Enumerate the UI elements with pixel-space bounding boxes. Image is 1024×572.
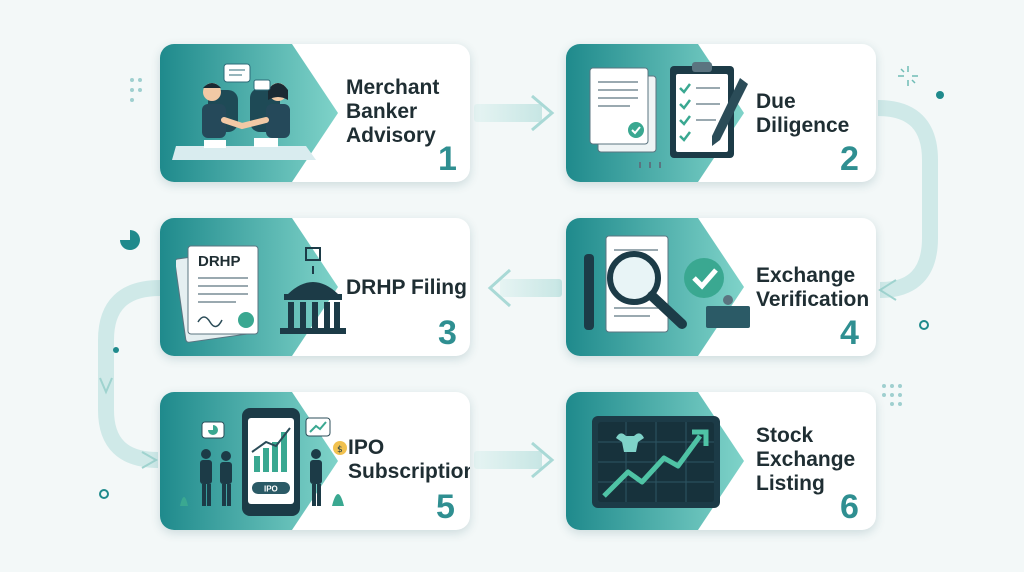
sparkle-decor [898,66,918,86]
svg-text:$: $ [337,445,343,455]
step-card-4[interactable]: Exchange Verification 4 [566,218,876,356]
step-card-1[interactable]: Merchant Banker Advisory 1 [160,44,470,182]
step-card-6[interactable]: Stock Exchange Listing 6 [566,392,876,530]
arrow-right-1-2 [474,94,555,132]
step-number-4: 4 [840,314,859,352]
step-number-1: 1 [438,140,457,178]
magnifier-verification-icon [584,235,750,333]
curve-left-3-5 [98,280,161,468]
step-card-2[interactable]: Due Diligence 2 [566,44,876,182]
decor-dots [130,78,902,406]
government-building-icon [280,247,346,334]
documents-checklist-icon [589,62,748,168]
handshake-meeting-icon [172,63,316,160]
pie-icon-decor [120,230,140,250]
step-number-5: 5 [436,488,455,526]
step-title-5: IPO Subscription [348,436,470,483]
step-number-6: 6 [840,488,859,526]
drhp-document-building-icon: DRHP [176,245,346,343]
step-title-1: Merchant Banker Advisory [346,76,440,147]
step-title-3: DRHP Filing [346,276,467,299]
step-title-6: Stock Exchange Listing [756,424,856,495]
step-number-3: 3 [438,314,457,352]
step-card-5[interactable]: IPO $ IPO Subscription 5 [160,392,470,530]
mobile-subscription-icon: IPO $ [180,408,347,516]
stock-chart-monitor-icon [592,416,720,508]
arrow-right-5-6 [474,441,555,479]
arrow-left-4-3 [487,268,562,308]
step-title-4: Exchange Verification [756,264,870,311]
ipo-button-label: IPO [264,485,278,494]
bull-icon [616,433,644,452]
drhp-doc-label: DRHP [198,253,241,270]
curve-right-2-4 [877,100,938,298]
step-card-3[interactable]: DRHP DRHP Filing 3 [160,218,470,356]
step-number-2: 2 [840,140,859,178]
step-title-2: Due Diligence [756,90,850,137]
